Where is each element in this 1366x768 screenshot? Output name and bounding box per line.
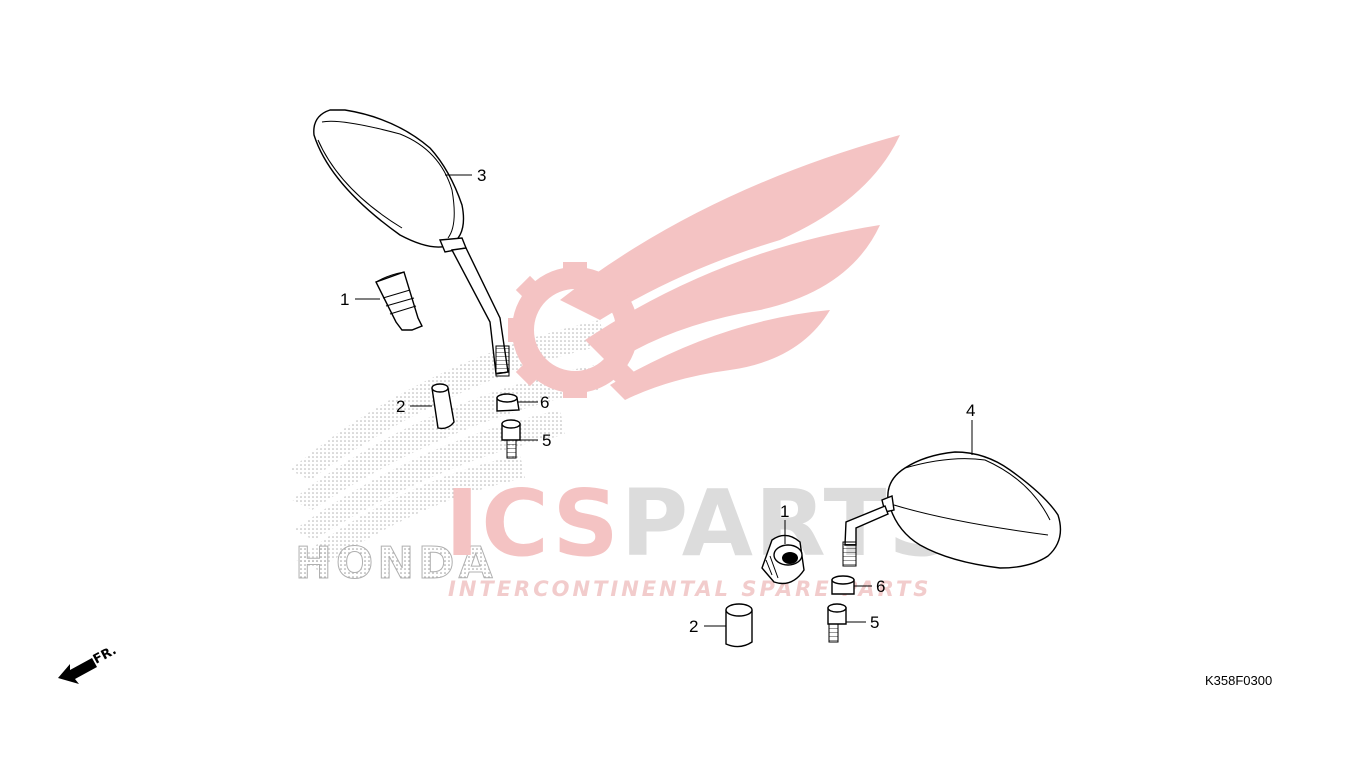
front-direction-indicator: FR. (58, 643, 119, 684)
left-mirror-head (313, 109, 510, 377)
watermark-brand: ICSPARTS (445, 470, 957, 577)
left-mirror-assembly (313, 109, 521, 459)
callout-right-cover: 1 (780, 502, 789, 521)
right-adapter (827, 603, 847, 643)
front-label: FR. (91, 643, 119, 668)
callouts: 3 1 2 6 5 4 1 2 6 5 (340, 166, 975, 636)
right-mirror-assembly (725, 451, 1062, 648)
right-cover (761, 534, 805, 585)
right-boot (725, 603, 753, 648)
left-cover (375, 271, 423, 331)
right-mirror-head (842, 451, 1062, 569)
right-nut (831, 575, 855, 595)
left-boot (431, 383, 455, 430)
left-nut (496, 393, 520, 412)
callout-right-nut: 6 (876, 577, 885, 596)
watermark-maker-text: HONDA (295, 538, 497, 589)
callout-right-mirror: 4 (966, 401, 975, 420)
watermark-brand-a: ICS (445, 470, 621, 577)
watermark-tagline: INTERCONTINENTAL SPARE PARTS (448, 577, 931, 601)
watermark-red-wing (508, 135, 900, 400)
reference-code: K358F0300 (1205, 673, 1272, 688)
left-mirror-stem-thread (495, 345, 510, 377)
callout-left-boot: 2 (396, 397, 405, 416)
callout-left-mirror: 3 (477, 166, 486, 185)
callout-left-cover: 1 (340, 290, 349, 309)
callout-right-adapter: 5 (870, 613, 879, 632)
leader-lines (355, 174, 973, 627)
callout-left-nut: 6 (540, 393, 549, 412)
callout-right-boot: 2 (689, 617, 698, 636)
front-arrow-icon (58, 658, 97, 684)
callout-left-adapter: 5 (542, 431, 551, 450)
left-adapter (501, 419, 521, 459)
